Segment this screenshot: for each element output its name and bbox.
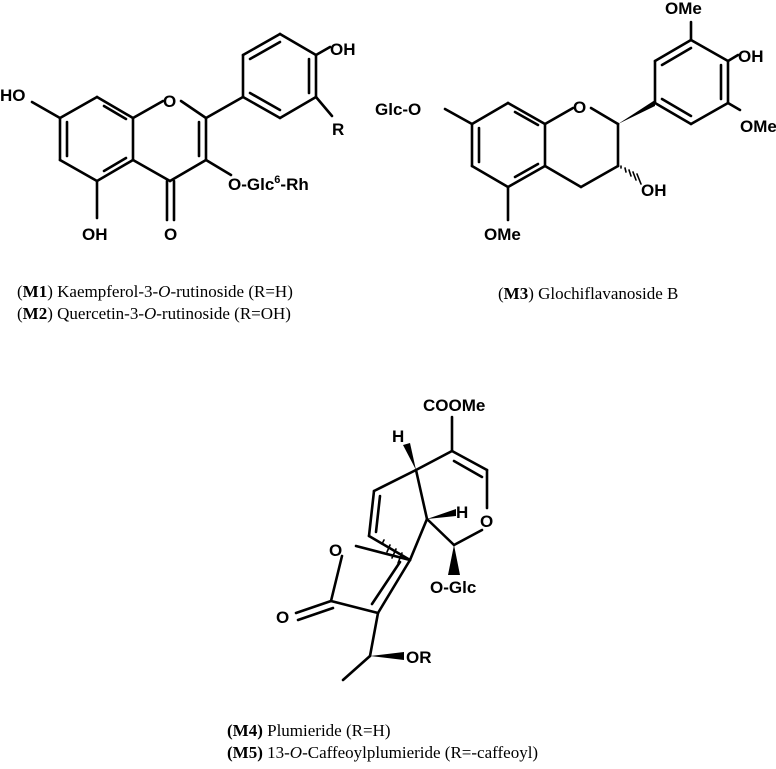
m4-caption: (M4) Plumieride (R=H) (227, 721, 391, 740)
m3-oh-3-label: OH (641, 181, 667, 200)
m1-r-label: R (332, 120, 344, 139)
m4-wedge-or (370, 652, 404, 660)
m3-glc-o-label: Glc-O (375, 100, 421, 119)
m1-m2-structure (30, 32, 334, 222)
m4-o-glc-label: O-Glc (430, 578, 476, 597)
m1-ho-7-label: HO (0, 86, 26, 105)
m3-wedge-bond (618, 100, 655, 124)
m4-lactone-oxygen-label: O (329, 541, 342, 560)
m4-h5-label: H (392, 427, 404, 446)
m4-keto-oxygen-label: O (276, 608, 289, 627)
m1-oh-5-label: OH (82, 225, 108, 244)
m4-m5-structure (294, 415, 489, 682)
m3-hashed-bond (620, 165, 642, 185)
m1-oh-4prime-label: OH (330, 40, 356, 59)
m5-caption: (M5) 13-O-Caffeoylplumieride (R=-caffeoy… (227, 743, 538, 762)
m4-coome-label: COOMe (423, 396, 485, 415)
m3-structure (443, 20, 742, 222)
m4-h9-label: H (456, 503, 468, 522)
m1-o-glc-rh-label: O-Glc6-Rh (228, 174, 309, 194)
m4-or-label: OR (406, 648, 432, 667)
m1-caption: (M1) Kaempferol-3-O-rutinoside (R=H) (17, 282, 293, 301)
m3-ring-oxygen-label: O (573, 98, 586, 117)
m3-caption: (M3) Glochiflavanoside B (498, 284, 678, 303)
m3-oh-4prime-label: OH (738, 47, 764, 66)
m4-wedge-oglc (448, 545, 460, 575)
m3-ome-5prime-label: OMe (740, 117, 776, 136)
m1-keto-oxygen-label: O (164, 225, 177, 244)
m2-caption: (M2) Quercetin-3-O-rutinoside (R=OH) (17, 304, 291, 323)
m1-ring-oxygen-label: O (163, 92, 176, 111)
m4-wedge-h5 (403, 443, 416, 470)
m3-ome-3prime-label: OMe (665, 0, 702, 18)
m4-hashed-spiro (381, 539, 403, 564)
m4-wedge-h9 (427, 509, 456, 519)
m3-ome-5-label: OMe (484, 225, 521, 244)
m4-pyran-oxygen-label: O (480, 512, 493, 531)
